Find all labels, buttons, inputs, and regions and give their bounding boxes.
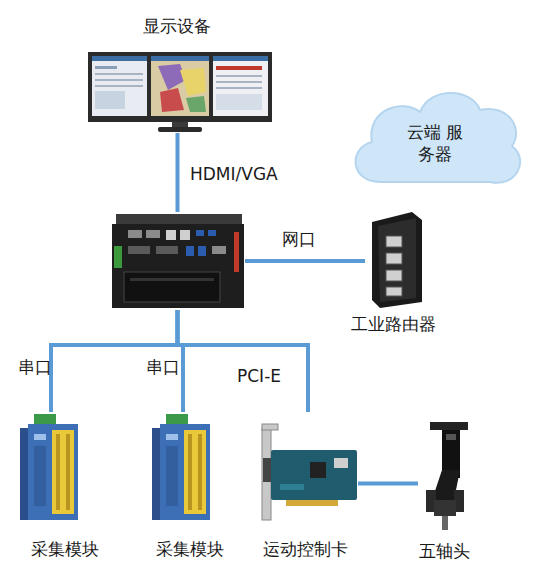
connector-line [358,482,418,486]
monitor-illustration [216,66,262,70]
connection-label: 网口 [282,228,316,250]
node-label: 采集模块 [156,538,224,560]
io-module: 采集模块 [20,412,82,524]
node-label: 工业路由器 [351,313,436,335]
monitor-illustration [88,52,272,122]
industrial-pc-illustration [114,246,122,268]
monitor-illustration [216,94,262,110]
connector-line [245,259,365,263]
monitor-illustration [160,88,184,112]
five-axis-head-illustration [446,434,456,440]
motion-card-illustration [271,450,357,500]
industrial-pc-illustration [146,230,160,238]
motion-card-illustration [280,484,304,490]
monitor-illustration [213,56,268,116]
node-label: 采集模块 [31,538,99,560]
router-illustration [378,218,416,302]
monitor-illustration [216,75,262,77]
motion-card-illustration [310,462,326,478]
monitor-illustration [180,68,206,96]
connector-line [178,310,309,412]
node-label: 运动控制卡 [263,538,348,560]
industrial-pc-illustration [128,230,142,238]
io-module-illustration [152,414,210,520]
industrial-pc-illustration [166,230,176,240]
io-module: 采集模块 [152,412,214,524]
monitor-illustration [95,85,143,87]
industrial-pc-illustration [208,230,216,236]
motion-control-card: 运动控制卡 [258,412,358,522]
connector-line [176,133,180,212]
router-illustration [386,236,402,247]
industrial-pc-illustration [196,230,204,236]
five-axis-head-illustration [426,422,468,530]
industrial-router: 工业路由器 [365,215,422,307]
five-axis-head: 五轴头 [418,420,473,532]
industrial-pc [110,212,245,310]
cloud-server: 云端 服务器 [360,105,510,180]
connection-label: 串口 [18,356,52,378]
connection-label: PCI-E [237,365,281,387]
router-illustration [372,212,422,308]
monitor-illustration [88,52,272,132]
industrial-pc-illustration [112,224,244,308]
node-label: 云端 服务器 [405,121,465,165]
monitor-illustration [151,56,209,116]
industrial-pc-illustration [128,246,150,254]
io-module-illustration [20,414,78,520]
node-label: 五轴头 [419,540,470,562]
router-illustration [386,253,402,264]
connection-label: 串口 [146,356,180,378]
cloud-shape [356,93,521,183]
monitor-illustration [95,66,117,69]
node-label: 显示设备 [143,15,211,37]
monitor-illustration [186,96,206,112]
cloud-shape [356,93,521,183]
connection-label: HDMI/VGA [190,163,278,185]
monitor-illustration [216,81,262,83]
monitor-illustration [213,56,268,61]
industrial-pc-illustration [212,246,226,254]
five-axis-head-illustration [442,516,448,530]
industrial-pc-illustration [124,272,220,302]
monitor-illustration [95,73,143,75]
monitor-illustration [158,127,202,132]
display-device: 显示设备 [88,45,273,133]
motion-card-illustration [286,500,338,506]
monitor-illustration [158,64,186,90]
industrial-pc-illustration [180,230,190,240]
industrial-pc-illustration [198,246,206,256]
monitor-illustration [151,56,209,61]
monitor-illustration [92,56,147,61]
motion-card-illustration [262,424,357,520]
industrial-pc-illustration [130,278,214,281]
router-illustration [372,212,422,308]
router-illustration [386,287,402,296]
industrial-pc-illustration [234,232,239,272]
motion-card-illustration [262,424,278,430]
industrial-pc-illustration [112,214,244,308]
monitor-illustration [95,91,125,109]
monitor-illustration [216,87,262,89]
industrial-pc-illustration [156,246,178,254]
router-illustration [386,270,402,281]
five-axis-head-illustration [434,500,456,516]
motion-card-illustration [334,458,348,468]
five-axis-head-illustration [430,422,468,430]
monitor-illustration [95,79,143,81]
monitor-illustration [92,56,147,116]
industrial-pc-illustration [186,246,194,256]
